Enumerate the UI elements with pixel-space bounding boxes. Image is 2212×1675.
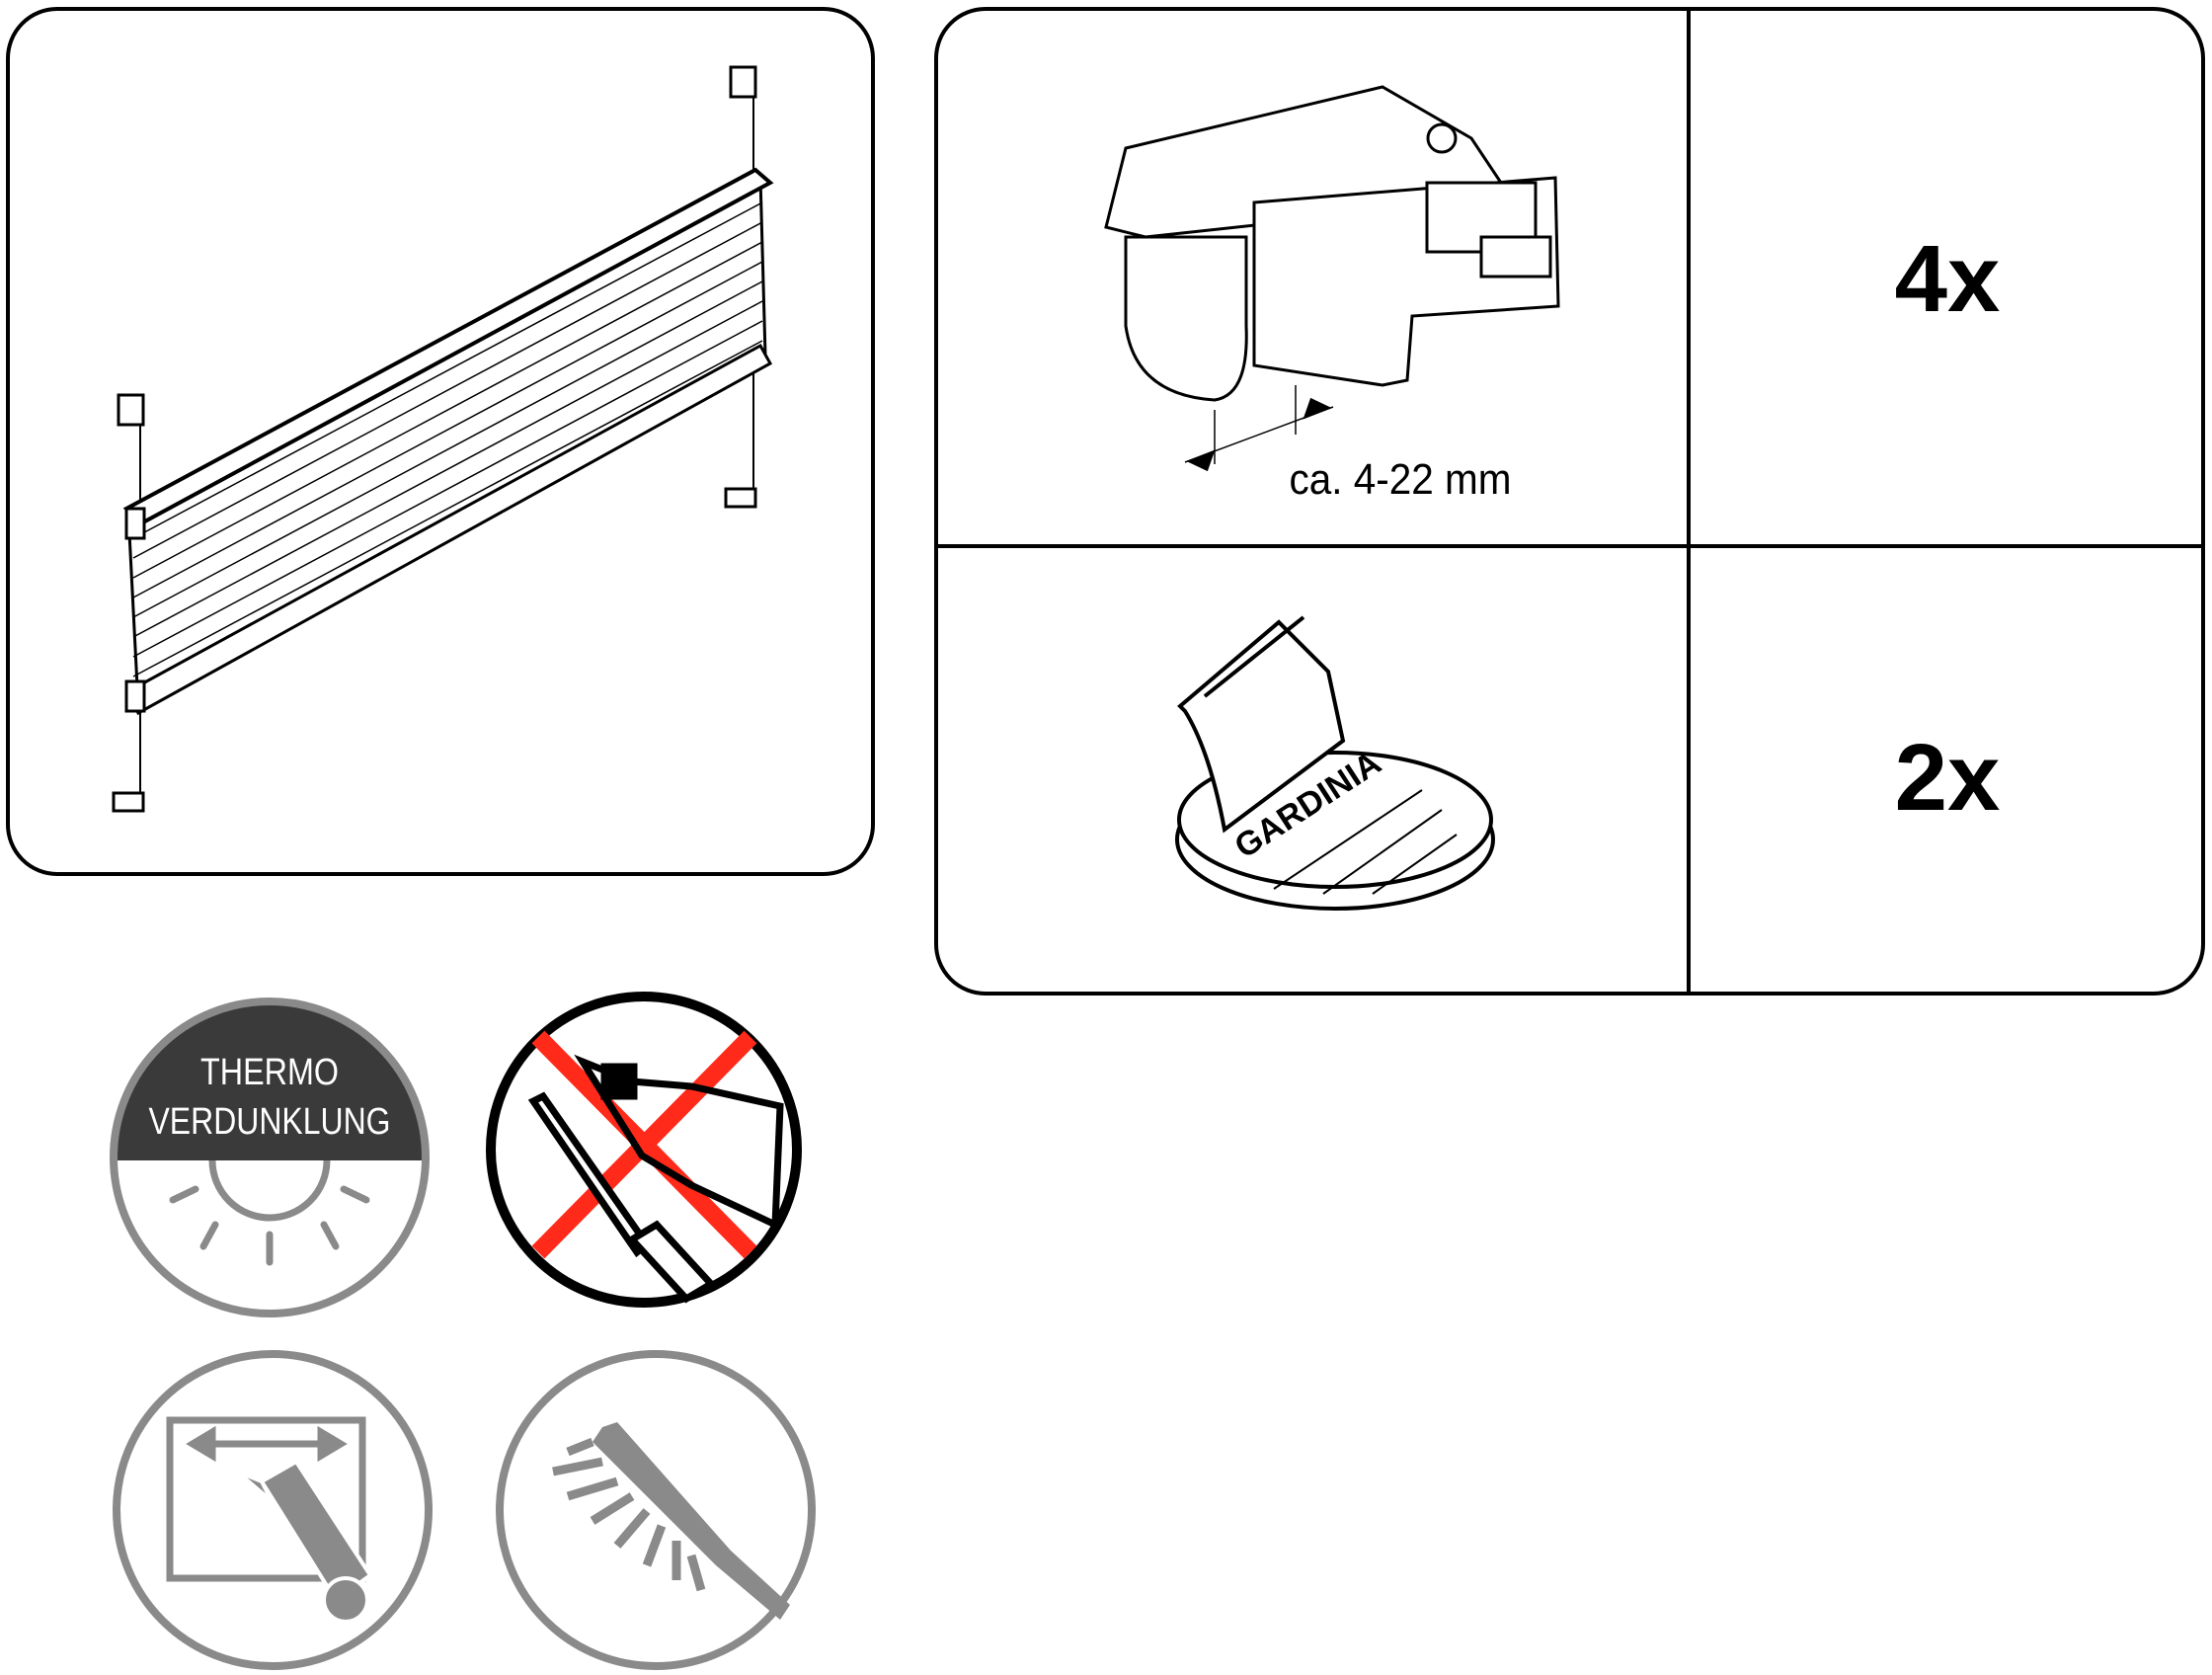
cutter-knife-icon xyxy=(235,1459,373,1624)
cut-to-size-badge xyxy=(113,1350,433,1670)
clamp-bracket-illustration xyxy=(1104,85,1560,472)
quantity-cord-holder: 2x xyxy=(1895,725,2001,831)
double-arrow-icon xyxy=(186,1425,348,1463)
cross-icon xyxy=(531,1030,757,1259)
pleated-blind-illustration xyxy=(112,65,774,813)
no-drilling-badge xyxy=(486,992,802,1308)
dimension-label: ca. 4-22 mm xyxy=(1290,455,1512,504)
parts-table: ca. 4-22 mm 4x GARDINIA 2x xyxy=(934,7,2205,996)
badge-line1: THERMO xyxy=(200,1052,339,1093)
thermo-darkening-badge: THERMO VERDUNKLUNG xyxy=(110,997,430,1317)
easy-clean-badge xyxy=(496,1350,816,1670)
screwdriver-icon xyxy=(527,1091,717,1304)
sun-rays-icon xyxy=(169,1185,370,1266)
drill-icon xyxy=(574,1054,784,1231)
brush-icon xyxy=(552,1422,790,1620)
quantity-clamp-bracket: 4x xyxy=(1895,226,2001,332)
cord-holder-illustration: GARDINIA xyxy=(1175,615,1495,911)
blind-panel xyxy=(6,7,875,876)
badge-line2: VERDUNKLUNG xyxy=(149,1101,391,1143)
